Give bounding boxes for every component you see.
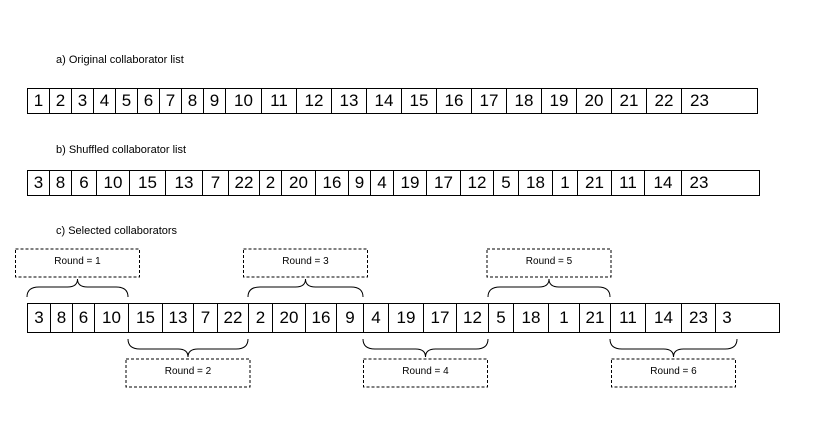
selected-list-cell: 5 [489, 304, 514, 332]
selected-list-cell: 14 [646, 304, 682, 332]
shuffled-list-cell: 11 [612, 171, 645, 195]
shuffled-list-cell: 3 [28, 171, 50, 195]
original-list-cell: 1 [28, 89, 50, 113]
round-bracket [362, 338, 489, 358]
original-list-cell: 19 [542, 89, 577, 113]
shuffled-list-cell: 21 [578, 171, 612, 195]
shuffled-list-cell: 2 [260, 171, 282, 195]
selected-list-cell: 8 [51, 304, 73, 332]
original-list-cell: 6 [138, 89, 160, 113]
shuffled-list-cell: 18 [519, 171, 553, 195]
shuffled-list-cell: 8 [50, 171, 72, 195]
round-label: Round = 4 [402, 366, 449, 377]
selected-list-cell: 18 [514, 304, 549, 332]
selected-list-cell: 7 [194, 304, 218, 332]
shuffled-list-cell: 9 [349, 171, 371, 195]
original-list-cell: 8 [182, 89, 204, 113]
original-list-cell: 5 [116, 89, 138, 113]
shuffled-list-cell: 20 [282, 171, 316, 195]
round-label-box [363, 358, 488, 388]
original-list-cell: 9 [204, 89, 226, 113]
shuffled-list-cell: 13 [166, 171, 203, 195]
round-bracket [609, 338, 738, 358]
round-label: Round = 6 [650, 366, 697, 377]
original-list-cell: 21 [612, 89, 647, 113]
shuffled-list-cell: 10 [97, 171, 130, 195]
shuffled-list-cell: 12 [461, 171, 494, 195]
shuffled-list-cell: 22 [229, 171, 260, 195]
shuffled-list-cell: 4 [371, 171, 394, 195]
shuffled-list-cell: 19 [394, 171, 427, 195]
round-label-box [125, 358, 251, 388]
selected-list-cell: 4 [364, 304, 389, 332]
original-list-cell: 10 [226, 89, 262, 113]
caption-selected-collaborators: c) Selected collaborators [56, 225, 178, 237]
original-list-cell: 22 [647, 89, 682, 113]
shuffled-list-cell: 15 [130, 171, 166, 195]
selected-list-cell: 19 [389, 304, 424, 332]
shuffled-list-cell: 5 [494, 171, 519, 195]
original-list-cell: 16 [437, 89, 472, 113]
selected-list-cell: 21 [580, 304, 611, 332]
round-bracket [247, 278, 364, 298]
original-list-cell: 4 [94, 89, 116, 113]
shuffled-list-cell: 16 [316, 171, 349, 195]
round-label: Round = 2 [164, 366, 212, 377]
round-label-box [243, 248, 368, 278]
selected-list-cell: 20 [273, 304, 306, 332]
shuffled-list-cell: 7 [203, 171, 229, 195]
selected-list-cell: 1 [549, 304, 580, 332]
original-list-cell: 18 [507, 89, 542, 113]
caption-original-list: a) Original collaborator list [56, 54, 184, 66]
selected-list-cell: 15 [129, 304, 163, 332]
round-bracket [127, 338, 249, 358]
selected-list-cell: 22 [218, 304, 249, 332]
round-label-box [486, 248, 612, 278]
original-list-cell: 12 [297, 89, 332, 113]
original-list-cell: 13 [332, 89, 367, 113]
round-label: Round = 1 [54, 256, 101, 267]
selected-list-cell: 10 [95, 304, 129, 332]
shuffled-list-cell: 17 [427, 171, 461, 195]
selected-list-cell: 23 [682, 304, 716, 332]
selected-list-cell: 2 [249, 304, 273, 332]
round-label: Round = 5 [525, 256, 573, 267]
selected-list-cell: 11 [611, 304, 646, 332]
original-list-cell: 23 [690, 91, 709, 110]
original-list-cell: 14 [367, 89, 402, 113]
round-bracket [26, 278, 129, 298]
original-list-cell: 17 [472, 89, 507, 113]
selected-list-cell: 12 [457, 304, 489, 332]
selected-list-cell: 3 [722, 308, 732, 327]
caption-shuffled-list: b) Shuffled collaborator list [56, 144, 187, 156]
original-list-cell: 3 [72, 89, 94, 113]
shuffled-list-cell: 6 [72, 171, 97, 195]
round-label-box [15, 248, 140, 278]
shuffled-list-cell: 14 [645, 171, 682, 195]
shuffled-list-cell: 1 [553, 171, 578, 195]
selected-list-cell: 16 [306, 304, 337, 332]
selected-list-cell: 6 [73, 304, 95, 332]
original-list-cell: 2 [50, 89, 72, 113]
shuffled-list-cell: 23 [689, 173, 709, 192]
round-label-box [611, 358, 736, 388]
original-list-cell: 7 [160, 89, 182, 113]
round-label: Round = 3 [282, 256, 329, 267]
selected-list-cell: 3 [28, 304, 51, 332]
round-bracket [487, 278, 611, 298]
selected-list-cell: 17 [424, 304, 457, 332]
original-list-cell: 20 [577, 89, 612, 113]
original-list-cell: 11 [262, 89, 297, 113]
original-list-cell: 15 [402, 89, 437, 113]
selected-list-cell: 9 [337, 304, 364, 332]
selected-list-cell: 13 [163, 304, 194, 332]
